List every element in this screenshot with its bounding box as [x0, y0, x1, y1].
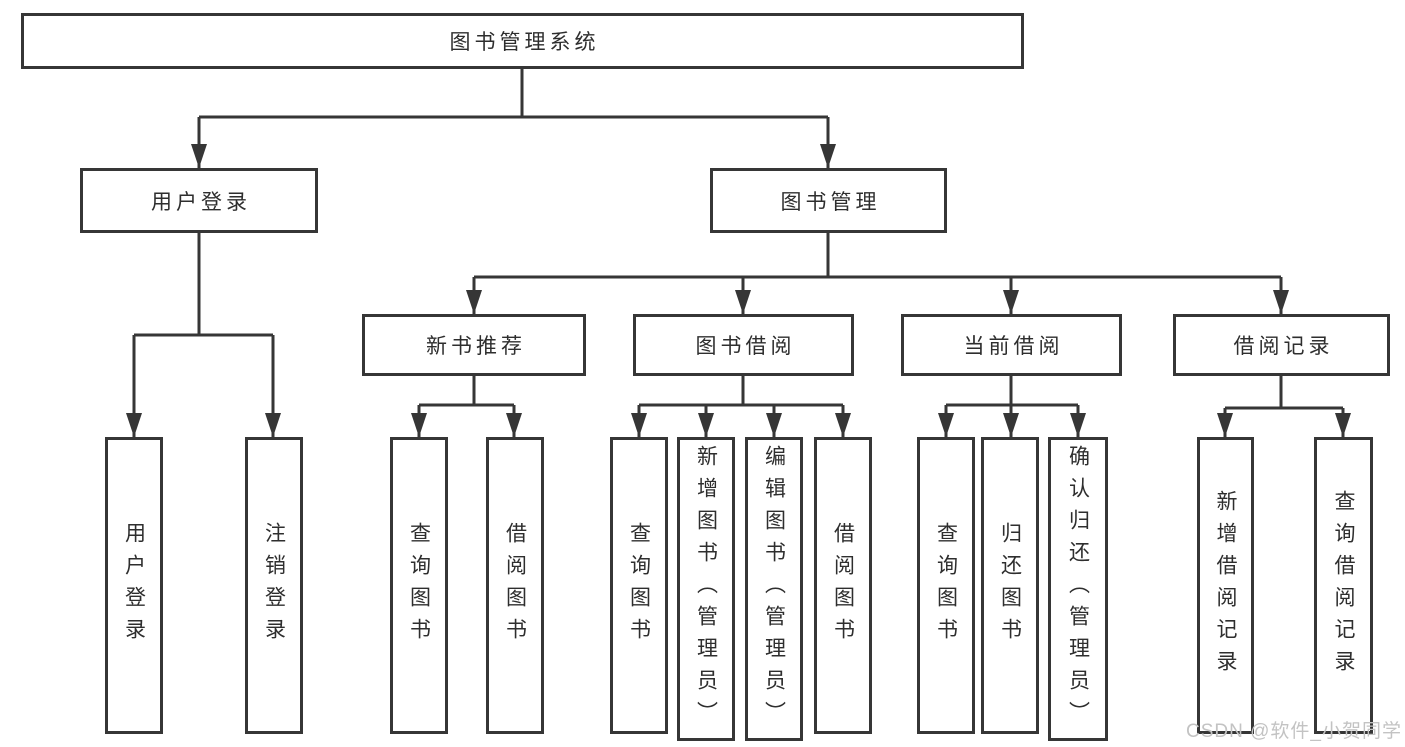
node-label: 新增图书（管理员） — [694, 445, 718, 733]
node-query-books-2: 查询图书 — [610, 437, 668, 734]
node-label: 图书管理 — [780, 190, 881, 214]
node-label: 确认归还（管理员） — [1066, 445, 1090, 733]
node-library-management-system: 图书管理系统 — [21, 13, 1024, 69]
node-label: 借阅记录 — [1233, 335, 1334, 358]
node-label: 用户登录 — [122, 521, 146, 650]
node-label: 当前借阅 — [963, 335, 1064, 358]
node-label: 查询图书 — [934, 521, 958, 650]
node-new-book-recommend: 新书推荐 — [362, 314, 586, 376]
node-add-borrow-record: 新增借阅记录 — [1197, 437, 1254, 734]
node-user-login-leaf: 用户登录 — [105, 437, 163, 734]
node-label: 注销登录 — [262, 521, 286, 650]
node-current-borrowing: 当前借阅 — [901, 314, 1122, 376]
node-confirm-return-admin: 确认归还（管理员） — [1048, 437, 1108, 741]
node-book-management: 图书管理 — [710, 168, 947, 233]
node-label: 图书管理系统 — [449, 31, 600, 54]
node-add-books-admin: 新增图书（管理员） — [677, 437, 735, 741]
node-label: 新书推荐 — [426, 335, 526, 358]
node-label: 查询借阅记录 — [1332, 489, 1355, 682]
node-book-borrowing: 图书借阅 — [633, 314, 854, 376]
node-label: 借阅图书 — [503, 521, 527, 650]
node-label: 借阅图书 — [831, 521, 855, 650]
node-label: 图书借阅 — [695, 335, 796, 358]
node-label: 归还图书 — [998, 521, 1022, 650]
csdn-watermark: CSDN @软件_小贺同学 — [1186, 721, 1402, 742]
node-label: 新增借阅记录 — [1214, 489, 1237, 682]
node-label: 编辑图书（管理员） — [762, 445, 786, 733]
node-label: 查询图书 — [627, 521, 651, 650]
node-logout: 注销登录 — [245, 437, 303, 734]
node-borrow-records: 借阅记录 — [1173, 314, 1390, 376]
node-edit-books-admin: 编辑图书（管理员） — [745, 437, 803, 741]
node-borrow-books-1: 借阅图书 — [486, 437, 544, 734]
node-return-books: 归还图书 — [981, 437, 1039, 734]
node-borrow-books-2: 借阅图书 — [814, 437, 872, 734]
node-label: 查询图书 — [407, 521, 431, 650]
node-query-books-3: 查询图书 — [917, 437, 975, 734]
node-label: 用户登录 — [151, 190, 251, 214]
node-query-books-1: 查询图书 — [390, 437, 448, 734]
node-user-login: 用户登录 — [80, 168, 318, 233]
node-query-borrow-record: 查询借阅记录 — [1314, 437, 1373, 734]
